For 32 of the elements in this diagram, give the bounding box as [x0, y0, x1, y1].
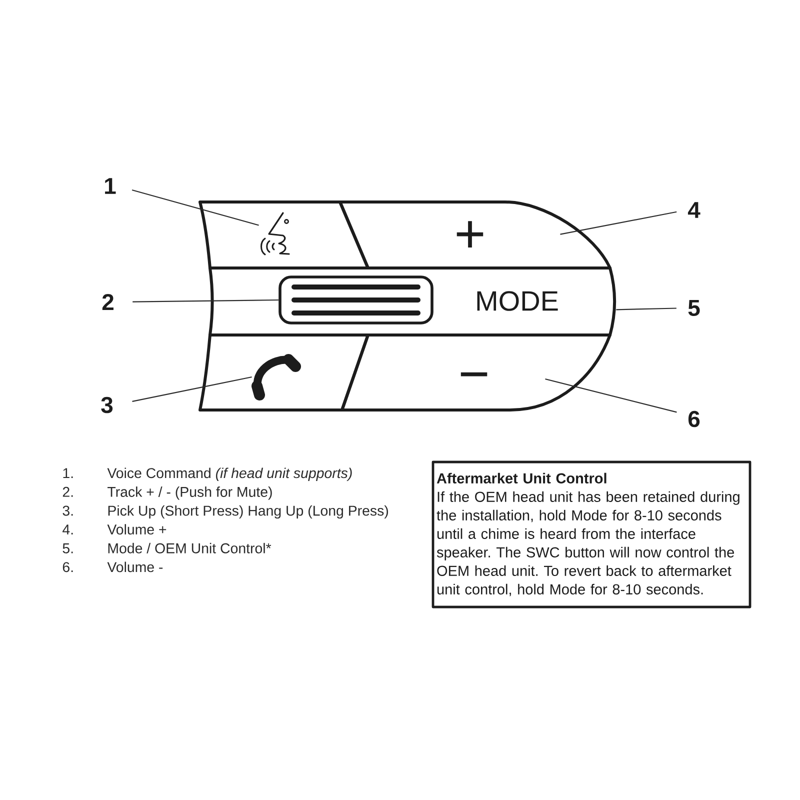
list-item: Voice Command (if head unit supports): [107, 468, 352, 481]
button-segment: +: [338, 200, 612, 270]
button-segment: −: [340, 334, 612, 412]
callout-number: 3: [101, 396, 113, 414]
list-item: Volume +: [107, 524, 166, 535]
list-number: 4.: [62, 524, 73, 534]
leader-line: [132, 189, 259, 226]
callout-number: 1: [105, 178, 116, 194]
leader-line: [132, 376, 252, 402]
button-segment: MODE: [208, 266, 616, 336]
phone-icon: [252, 354, 301, 400]
button-segment: [198, 334, 370, 412]
list-item: Pick Up (Short Press) Hang Up (Long Press): [108, 505, 388, 519]
callout-number: 2: [102, 294, 114, 310]
leader-line: [545, 378, 677, 413]
note-box: Aftermarket Unit Control If the OEM head unit has been retained during the installation, hold Mode for 8-10 seconds until a chime is heard from the interface speaker. The SWC button will now control the OEM head unit. To revert back to aftermarket unit control, hold Mode for 8-10 seconds.: [432, 460, 752, 608]
list-number: 6.: [62, 562, 73, 572]
callout-number: 5: [688, 300, 700, 316]
callout-number: 4: [688, 202, 700, 218]
rocker-button: [278, 276, 434, 324]
list-number: 1.: [63, 468, 73, 478]
speaking-head-icon: [260, 212, 290, 256]
list-number: 5.: [62, 543, 73, 554]
leader-line: [560, 211, 677, 235]
list-number: 3.: [62, 506, 73, 516]
list-item: Volume -: [107, 562, 163, 572]
leader-line: [616, 308, 676, 310]
list-item: Mode / OEM Unit Control*: [108, 542, 272, 554]
leader-line: [132, 299, 279, 302]
callout-number: 6: [688, 410, 700, 428]
list-number: 2.: [62, 486, 73, 497]
list-item: Track + / - (Push for Mute): [108, 486, 272, 500]
